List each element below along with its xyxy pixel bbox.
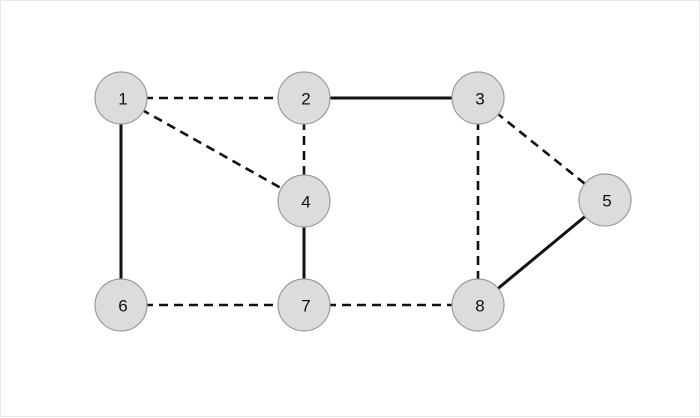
graph-node-6[interactable]: 6 [94,278,148,332]
edges-layer [119,96,589,307]
node-circle-8[interactable] [451,278,505,332]
graph-node-5[interactable]: 5 [578,173,632,227]
graph-node-1[interactable]: 1 [94,71,148,125]
node-circle-2[interactable] [277,71,331,125]
node-circle-1[interactable] [94,71,148,125]
node-circle-5[interactable] [578,173,632,227]
graph-node-8[interactable]: 8 [451,278,505,332]
node-circle-3[interactable] [451,71,505,125]
graph-node-2[interactable]: 2 [277,71,331,125]
nodes-layer: 1 2 3 4 5 6 7 8 [94,71,632,332]
graph-node-3[interactable]: 3 [451,71,505,125]
graph-node-7[interactable]: 7 [277,278,331,332]
edge-5-8 [494,213,589,292]
node-circle-4[interactable] [277,174,331,228]
node-circle-7[interactable] [277,278,331,332]
node-circle-6[interactable] [94,278,148,332]
graph-node-4[interactable]: 4 [277,174,331,228]
edge-3-5 [495,111,588,187]
edge-1-4 [140,108,285,191]
